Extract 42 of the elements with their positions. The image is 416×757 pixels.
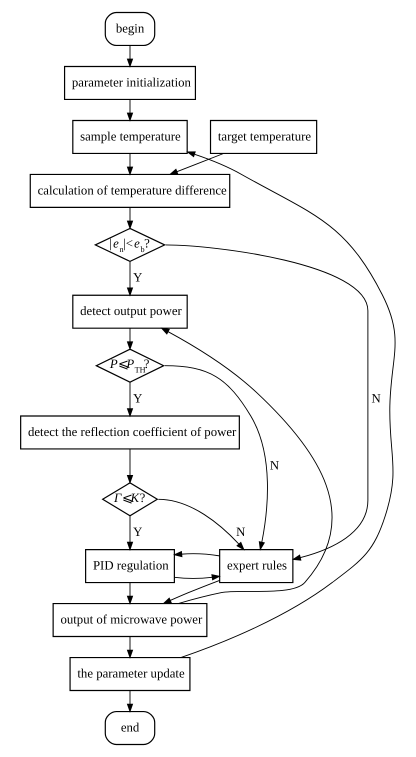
arrow (158, 498, 245, 551)
arrow (126, 153, 134, 176)
node-box: begin (104, 12, 156, 46)
arrow (164, 365, 268, 551)
arrow (126, 207, 134, 230)
arrow (126, 448, 134, 484)
arrow (126, 45, 134, 68)
arrow (168, 153, 224, 175)
arrow (126, 382, 134, 418)
node-box: expert rules (219, 549, 294, 584)
node-box: detect the reflection coefficient of power (20, 415, 240, 450)
arrow (126, 260, 134, 297)
arrow (162, 580, 220, 604)
arrow (165, 244, 368, 561)
arrow (126, 515, 134, 551)
node-box: PID regulation (85, 549, 175, 584)
edge-label: N (270, 458, 280, 472)
arrow (180, 151, 396, 658)
arrow (126, 690, 134, 713)
node-diamond: P⩽P$_{TH}$? (94, 348, 166, 383)
node-diamond: |e$_{n}$|<e$_{b}$? (94, 228, 166, 262)
node-diamond: Γ⩽K? (102, 482, 158, 516)
node-box: end (104, 710, 156, 746)
node-box: the parameter update (69, 656, 191, 692)
arrow (174, 574, 221, 581)
arrow (126, 328, 134, 351)
edge-label: Y (133, 391, 142, 406)
arrow (173, 550, 220, 558)
edge-label: Y (133, 270, 142, 285)
edge-label: N (372, 391, 381, 406)
node-box: target temperature (210, 120, 318, 154)
arrow (160, 328, 333, 604)
edge-label: Y (133, 525, 142, 540)
node-box: calculation of temperature difference (30, 174, 230, 208)
arrow (126, 636, 134, 659)
edge-label: N (236, 525, 246, 540)
node-box: sample temperature (72, 120, 188, 154)
node-box: detect output power (72, 294, 188, 329)
node-box: parameter initialization (64, 66, 196, 100)
node-box: output of microwave power (52, 603, 208, 638)
arrow (126, 99, 134, 122)
arrow (126, 582, 134, 605)
